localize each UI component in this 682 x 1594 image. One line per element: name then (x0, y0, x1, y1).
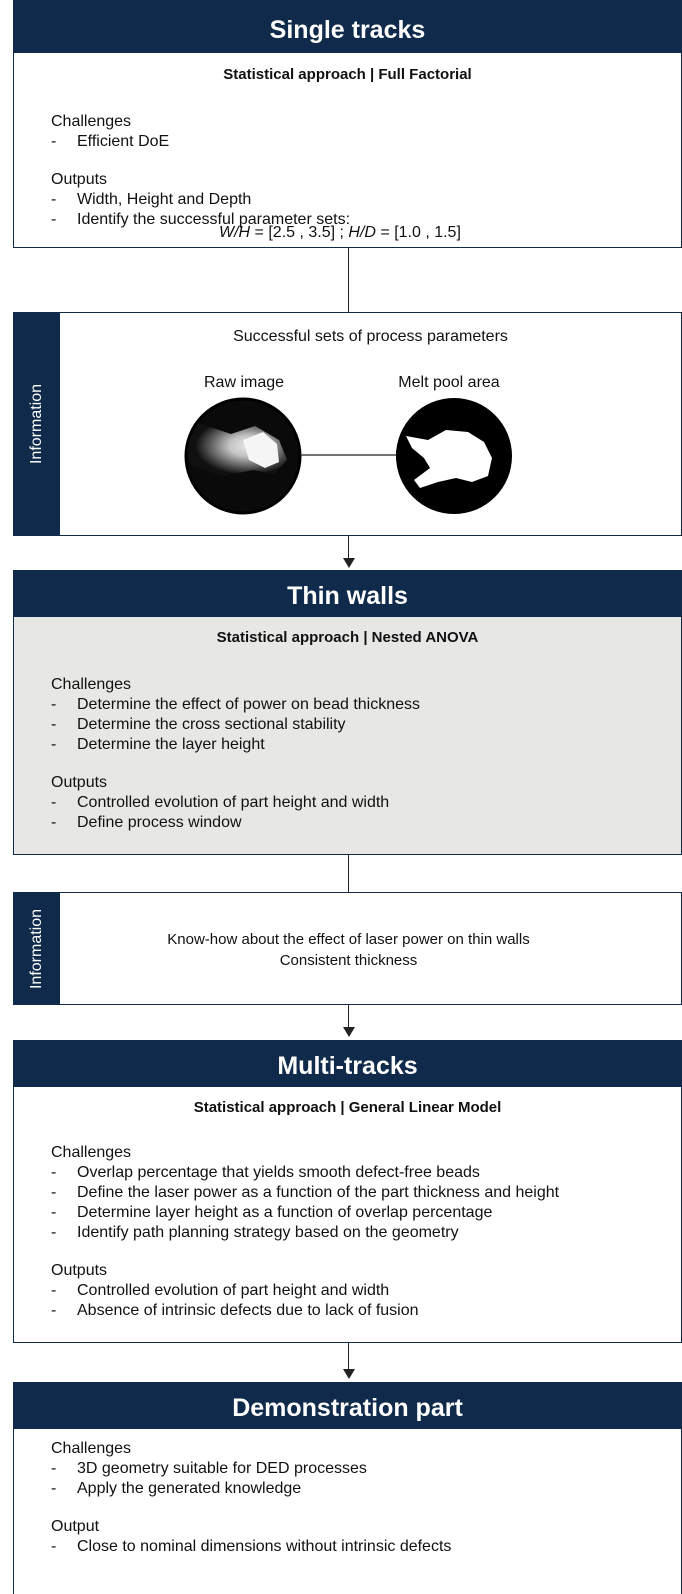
outputs-label: Outputs (51, 171, 108, 188)
list-item: -Determine layer height as a function of… (51, 1204, 493, 1221)
thin-walls-subtitle: Statistical approach | Nested ANOVA (216, 629, 479, 646)
challenges-label: Challenges (51, 113, 132, 130)
thin-walls-title: Thin walls (14, 571, 681, 617)
list-item: -Determine the layer height (51, 736, 265, 753)
challenges-label: Challenges (51, 676, 132, 693)
info-box-images: Information Successful sets of process p… (13, 312, 682, 536)
multi-tracks-content: Challenges -Overlap percentage that yiel… (51, 1143, 560, 1321)
information-sidebar: Information (14, 893, 60, 1004)
ratio-ranges: W/H = [2.5 , 3.5] ; H/D = [1.0 , 1.5] (219, 224, 461, 241)
list-item: -Determine the effect of power on bead t… (51, 696, 421, 713)
demonstration-part-box: Demonstration part Challenges -3D geomet… (13, 1382, 682, 1594)
outputs-label: Outputs (51, 1262, 108, 1279)
connector-line (348, 536, 349, 560)
list-item: -Absence of intrinsic defects due to lac… (51, 1302, 419, 1319)
list-item: -Define the laser power as a function of… (51, 1184, 560, 1201)
single-tracks-box: Single tracks Statistical approach | Ful… (13, 0, 682, 248)
multi-tracks-title: Multi-tracks (14, 1041, 681, 1087)
single-tracks-subtitle: Statistical approach | Full Factorial (223, 66, 472, 83)
thin-walls-content: Challenges -Determine the effect of powe… (51, 675, 421, 833)
demonstration-part-content: Challenges -3D geometry suitable for DED… (51, 1439, 452, 1557)
list-item: -Apply the generated knowledge (51, 1480, 302, 1497)
list-item: -Determine the cross sectional stability (51, 716, 346, 733)
list-item: -Identify path planning strategy based o… (51, 1224, 459, 1241)
thin-walls-box: Thin walls Statistical approach | Nested… (13, 570, 682, 855)
info2-line1: Know-how about the effect of laser power… (167, 931, 530, 948)
information-sidebar: Information (14, 313, 60, 535)
list-item: -Controlled evolution of part height and… (51, 1282, 390, 1299)
demonstration-part-title: Demonstration part (14, 1383, 681, 1429)
outputs-label: Outputs (51, 774, 108, 791)
info1-title: Successful sets of process parameters (233, 328, 508, 345)
list-item: -3D geometry suitable for DED processes (51, 1460, 367, 1477)
melt-pool-area-image (396, 398, 512, 514)
challenges-label: Challenges (51, 1144, 132, 1161)
arrow-down-icon (343, 1369, 355, 1379)
outputs-label: Output (51, 1518, 100, 1535)
multi-tracks-box: Multi-tracks Statistical approach | Gene… (13, 1040, 682, 1343)
arrow-down-icon (343, 558, 355, 568)
connector-line (348, 1005, 349, 1029)
list-item: -Close to nominal dimensions without int… (51, 1538, 452, 1555)
info-box-know-how: Information Know-how about the effect of… (13, 892, 682, 1005)
single-tracks-content: Challenges -Efficient DoE Outputs -Width… (51, 112, 351, 230)
challenges-label: Challenges (51, 1440, 132, 1457)
melt-pool-label: Melt pool area (398, 374, 500, 391)
list-item: -Efficient DoE (51, 133, 170, 150)
arrow-down-icon (343, 1027, 355, 1037)
single-tracks-title: Single tracks (14, 1, 681, 53)
connector-line (348, 1343, 349, 1371)
list-item: -Overlap percentage that yields smooth d… (51, 1164, 480, 1181)
info2-line2: Consistent thickness (279, 952, 418, 969)
connector-line (348, 248, 349, 312)
list-item: -Width, Height and Depth (51, 191, 252, 208)
multi-tracks-subtitle: Statistical approach | General Linear Mo… (193, 1099, 502, 1116)
raw-melt-pool-image (184, 397, 302, 515)
connector-line (348, 855, 349, 892)
list-item: -Identify the successful parameter sets: (51, 211, 351, 228)
list-item: -Define process window (51, 814, 242, 831)
raw-image-label: Raw image (203, 374, 285, 391)
list-item: -Controlled evolution of part height and… (51, 794, 390, 811)
